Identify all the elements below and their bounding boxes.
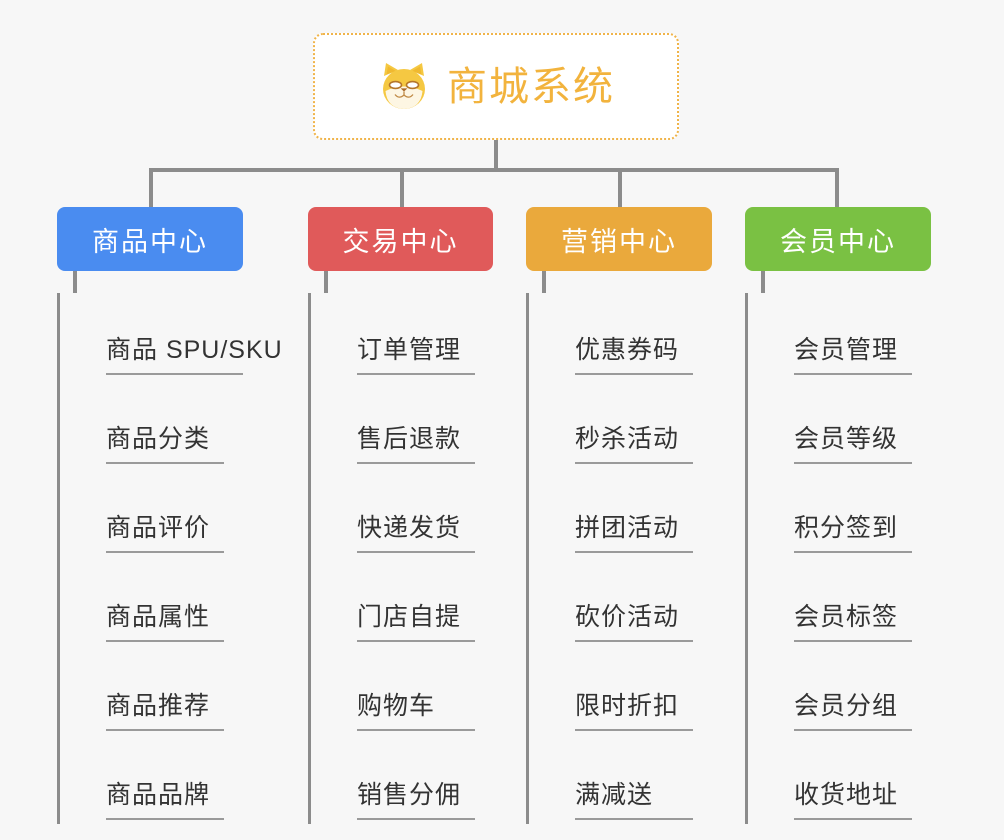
list-item[interactable]: 收货地址 <box>764 735 931 824</box>
list-item[interactable]: 限时折扣 <box>545 646 712 735</box>
connector-drop-3 <box>835 168 839 210</box>
category-title-1: 交易中心 <box>342 226 459 257</box>
category-title-3: 会员中心 <box>780 226 896 257</box>
list-item[interactable]: 快递发货 <box>327 468 493 557</box>
branch-column-2: 营销中心 优惠券码 秒杀活动 拼团活动 砍价活动 限时折扣 满减送 <box>526 207 712 824</box>
list-item[interactable]: 积分签到 <box>764 468 931 557</box>
leaf-label: 会员等级 <box>794 419 913 464</box>
leaf-list-3: 会员管理 会员等级 积分签到 会员标签 会员分组 收货地址 <box>745 293 931 824</box>
leaf-label: 商品品牌 <box>106 775 225 820</box>
list-item[interactable]: 优惠券码 <box>545 293 712 379</box>
root-title: 商城系统 <box>447 64 615 109</box>
leaf-label: 积分签到 <box>794 508 913 553</box>
category-header-1[interactable]: 交易中心 <box>308 207 493 293</box>
list-item[interactable]: 售后退款 <box>327 379 493 468</box>
list-item[interactable]: 门店自提 <box>327 557 493 646</box>
connector-drop-0 <box>149 168 153 210</box>
leaf-label: 限时折扣 <box>575 686 694 731</box>
leaf-label: 商品属性 <box>106 597 225 642</box>
connector-category-stub-3 <box>761 271 765 293</box>
category-title-0: 商品中心 <box>92 226 208 257</box>
list-item[interactable]: 会员标签 <box>764 557 931 646</box>
connector-root-stem <box>494 140 498 170</box>
list-item[interactable]: 销售分佣 <box>327 735 493 824</box>
leaf-label: 快递发货 <box>357 508 476 553</box>
leaf-label: 拼团活动 <box>575 508 694 553</box>
leaf-label: 秒杀活动 <box>575 419 694 464</box>
leaf-label: 砍价活动 <box>575 597 694 642</box>
leaf-label: 会员标签 <box>794 597 913 642</box>
connector-category-stub-0 <box>73 271 77 293</box>
list-item[interactable]: 会员分组 <box>764 646 931 735</box>
leaf-label: 商品推荐 <box>106 686 225 731</box>
list-item[interactable]: 商品属性 <box>76 557 243 646</box>
list-item[interactable]: 砍价活动 <box>545 557 712 646</box>
list-item[interactable]: 满减送 <box>545 735 712 824</box>
list-item[interactable]: 拼团活动 <box>545 468 712 557</box>
leaf-label: 商品分类 <box>106 419 225 464</box>
category-title-2: 营销中心 <box>561 226 677 257</box>
leaf-list-2: 优惠券码 秒杀活动 拼团活动 砍价活动 限时折扣 满减送 <box>526 293 712 824</box>
leaf-list-1: 订单管理 售后退款 快递发货 门店自提 购物车 销售分佣 <box>308 293 493 824</box>
connector-drop-1 <box>400 168 404 210</box>
list-item[interactable]: 会员管理 <box>764 293 931 379</box>
branch-column-0: 商品中心 商品 SPU/SKU 商品分类 商品评价 商品属性 商品推荐 商品品牌 <box>57 207 282 824</box>
leaf-label: 售后退款 <box>357 419 476 464</box>
list-item[interactable]: 商品品牌 <box>76 735 243 824</box>
leaf-label: 商品评价 <box>106 508 225 553</box>
list-item[interactable]: 商品评价 <box>76 468 243 557</box>
leaf-label: 会员管理 <box>794 330 913 375</box>
list-item[interactable]: 会员等级 <box>764 379 931 468</box>
category-header-0[interactable]: 商品中心 <box>57 207 243 293</box>
connector-drop-2 <box>618 168 622 210</box>
leaf-label: 订单管理 <box>357 330 476 375</box>
leaf-label: 满减送 <box>575 775 693 820</box>
list-item[interactable]: 商品分类 <box>76 379 243 468</box>
branch-column-1: 交易中心 订单管理 售后退款 快递发货 门店自提 购物车 销售分佣 <box>308 207 493 824</box>
leaf-list-0: 商品 SPU/SKU 商品分类 商品评价 商品属性 商品推荐 商品品牌 <box>57 293 282 824</box>
list-item[interactable]: 购物车 <box>327 646 493 735</box>
leaf-label: 商品 SPU/SKU <box>106 330 282 375</box>
shiba-dog-icon <box>377 60 431 114</box>
category-header-2[interactable]: 营销中心 <box>526 207 712 293</box>
connector-category-stub-1 <box>324 271 328 293</box>
root-node[interactable]: 商城系统 <box>313 33 679 140</box>
leaf-label: 门店自提 <box>357 597 476 642</box>
category-header-3[interactable]: 会员中心 <box>745 207 931 293</box>
leaf-label: 收货地址 <box>794 775 913 820</box>
leaf-label: 会员分组 <box>794 686 913 731</box>
list-item[interactable]: 商品 SPU/SKU <box>76 293 282 379</box>
leaf-label: 购物车 <box>357 686 475 731</box>
leaf-label: 销售分佣 <box>357 775 476 820</box>
list-item[interactable]: 订单管理 <box>327 293 493 379</box>
connector-category-stub-2 <box>542 271 546 293</box>
list-item[interactable]: 秒杀活动 <box>545 379 712 468</box>
list-item[interactable]: 商品推荐 <box>76 646 243 735</box>
branch-column-3: 会员中心 会员管理 会员等级 积分签到 会员标签 会员分组 收货地址 <box>745 207 931 824</box>
leaf-label: 优惠券码 <box>575 330 694 375</box>
connector-horizontal-bus <box>149 168 835 172</box>
